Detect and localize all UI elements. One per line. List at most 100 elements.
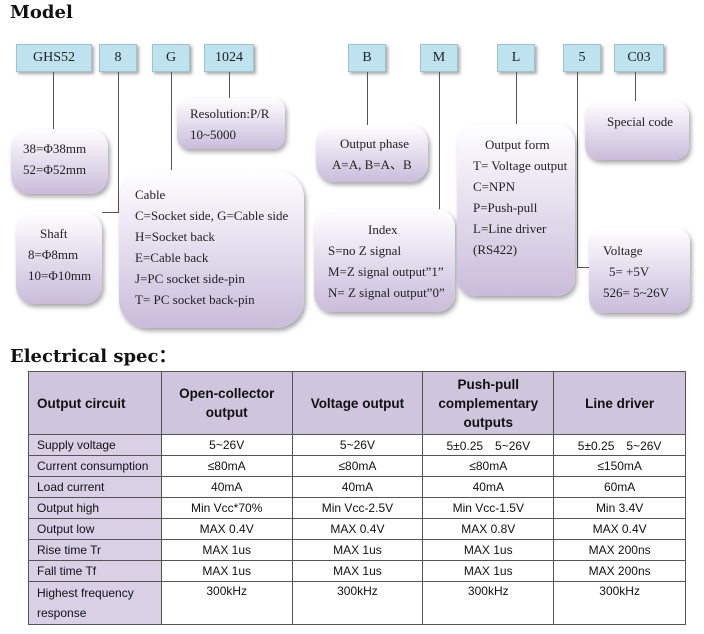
connector-line xyxy=(439,72,440,210)
code-special: C03 xyxy=(614,44,664,72)
table-cell: Min 3.4V xyxy=(553,497,686,519)
table-cell: MAX 1us xyxy=(160,560,293,582)
code-series: GHS52 xyxy=(16,44,92,72)
code-shaft: 8 xyxy=(99,44,137,72)
table-cell: MAX 1us xyxy=(291,560,424,582)
output-form-line-4: L=Line driver xyxy=(473,221,547,236)
cable-title: Cable xyxy=(135,187,166,202)
table-cell: MAX 1us xyxy=(160,539,293,561)
table-header: Output circuit xyxy=(28,371,162,435)
output-phase-line: A=A, B=A、B xyxy=(332,157,412,172)
table-cell: 5±0.25 5~26V xyxy=(422,434,555,456)
resolution-box: Resolution:P/R 10~5000 xyxy=(177,98,285,149)
table-row: Output low MAX 0.4V MAX 0.4V MAX 0.8V MA… xyxy=(28,518,686,540)
electrical-spec-table: Output circuit Open-collector output Vol… xyxy=(28,371,686,625)
table-cell: 5±0.25 5~26V xyxy=(553,434,686,456)
cable-line-1: C=Socket side, G=Cable side xyxy=(135,208,289,223)
connector-line xyxy=(516,72,517,124)
code-voltage: 5 xyxy=(563,44,601,72)
connector-line xyxy=(229,72,230,98)
table-cell: MAX 1us xyxy=(422,539,555,561)
table-row: Fall time Tf MAX 1us MAX 1us MAX 1us MAX… xyxy=(28,560,686,582)
table-cell: Min Vcc*70% xyxy=(160,497,293,519)
table-header: Voltage output xyxy=(291,371,424,435)
table-cell: 40mA xyxy=(291,476,424,498)
row-label: Output low xyxy=(28,518,162,540)
table-row: Load current 40mA 40mA 40mA 60mA xyxy=(28,476,686,498)
output-form-line-2: C=NPN xyxy=(473,179,516,194)
output-form-line-1: T= Voltage output xyxy=(473,158,568,173)
connector-line xyxy=(118,72,119,212)
table-cell: MAX 200ns xyxy=(553,539,686,561)
table-cell: 40mA xyxy=(422,476,555,498)
table-row: Rise time Tr MAX 1us MAX 1us MAX 1us MAX… xyxy=(28,539,686,561)
table-cell: 300kHz xyxy=(291,581,424,625)
output-phase-title: Output phase xyxy=(340,136,409,151)
table-cell: MAX 0.8V xyxy=(422,518,555,540)
connector-line xyxy=(635,72,636,101)
shaft-title: Shaft xyxy=(40,226,68,241)
row-label: Rise time Tr xyxy=(28,539,162,561)
connector-line xyxy=(102,212,119,213)
table-cell: Min Vcc-1.5V xyxy=(422,497,555,519)
table-cell: 60mA xyxy=(553,476,686,498)
voltage-box: Voltage 5= +5V 526= 5~26V xyxy=(589,228,690,313)
code-index: M xyxy=(420,44,458,72)
table-row: Output high Min Vcc*70% Min Vcc-2.5V Min… xyxy=(28,497,686,519)
table-cell: MAX 0.4V xyxy=(291,518,424,540)
code-output-phase: B xyxy=(348,44,386,72)
index-box: Index S=no Z signal M=Z signal output”1”… xyxy=(314,209,455,312)
table-row: Supply voltage 5~26V 5~26V 5±0.25 5~26V … xyxy=(28,434,686,456)
size-line-2: 52=Φ52mm xyxy=(23,162,87,177)
table-header: Push-pull complementary outputs xyxy=(422,371,555,435)
voltage-title: Voltage xyxy=(603,243,643,258)
index-title: Index xyxy=(368,222,398,237)
resolution-title: Resolution:P/R xyxy=(190,106,270,121)
row-label: Output high xyxy=(28,497,162,519)
output-form-title: Output form xyxy=(485,137,550,152)
code-output-form: L xyxy=(497,44,535,72)
table-cell: ≤80mA xyxy=(160,455,293,477)
table-cell: ≤150mA xyxy=(553,455,686,477)
code-resolution: 1024 xyxy=(204,44,254,72)
voltage-line-1: 5= +5V xyxy=(609,264,650,279)
spec-heading: Electrical spec： xyxy=(10,346,177,367)
resolution-range: 10~5000 xyxy=(190,127,237,142)
table-row: Current consumption ≤80mA ≤80mA ≤80mA ≤1… xyxy=(28,455,686,477)
table-cell: ≤80mA xyxy=(291,455,424,477)
table-cell: MAX 1us xyxy=(291,539,424,561)
output-form-line-3: P=Push-pull xyxy=(473,200,538,215)
index-line-2: M=Z signal output”1” xyxy=(328,264,444,279)
connector-line xyxy=(367,72,368,126)
table-cell: ≤80mA xyxy=(422,455,555,477)
connector-line xyxy=(577,267,589,268)
connector-line xyxy=(577,72,578,267)
output-form-box: Output form T= Voltage output C=NPN P=Pu… xyxy=(457,124,575,296)
model-heading: Model xyxy=(10,2,73,23)
table-cell: MAX 0.4V xyxy=(160,518,293,540)
table-cell: 5~26V xyxy=(160,434,293,456)
row-label: Current consumption xyxy=(28,455,162,477)
table-cell: 300kHz xyxy=(160,581,293,625)
table-cell: MAX 200ns xyxy=(553,560,686,582)
table-cell: MAX 0.4V xyxy=(553,518,686,540)
voltage-line-2: 526= 5~26V xyxy=(603,285,670,300)
output-form-line-5: (RS422) xyxy=(473,242,518,257)
cable-line-4: J=PC socket side-pin xyxy=(135,271,245,286)
cable-line-5: T= PC socket back-pin xyxy=(135,292,255,307)
cable-line-3: E=Cable back xyxy=(135,250,209,265)
row-label: Load current xyxy=(28,476,162,498)
row-label: Supply voltage xyxy=(28,434,162,456)
code-cable: G xyxy=(152,44,190,72)
special-code-title: Special code xyxy=(607,114,674,129)
table-header: Line driver xyxy=(553,371,686,435)
size-box: 38=Φ38mm 52=Φ52mm xyxy=(11,129,108,194)
table-cell: 300kHz xyxy=(553,581,686,625)
shaft-box: Shaft 8=Φ8mm 10=Φ10mm xyxy=(16,212,102,304)
shaft-line-2: 10=Φ10mm xyxy=(28,268,92,283)
table-cell: MAX 1us xyxy=(422,560,555,582)
index-line-3: N= Z signal output”0” xyxy=(328,285,445,300)
shaft-line-1: 8=Φ8mm xyxy=(28,247,79,262)
special-code-box: Special code xyxy=(585,101,689,160)
